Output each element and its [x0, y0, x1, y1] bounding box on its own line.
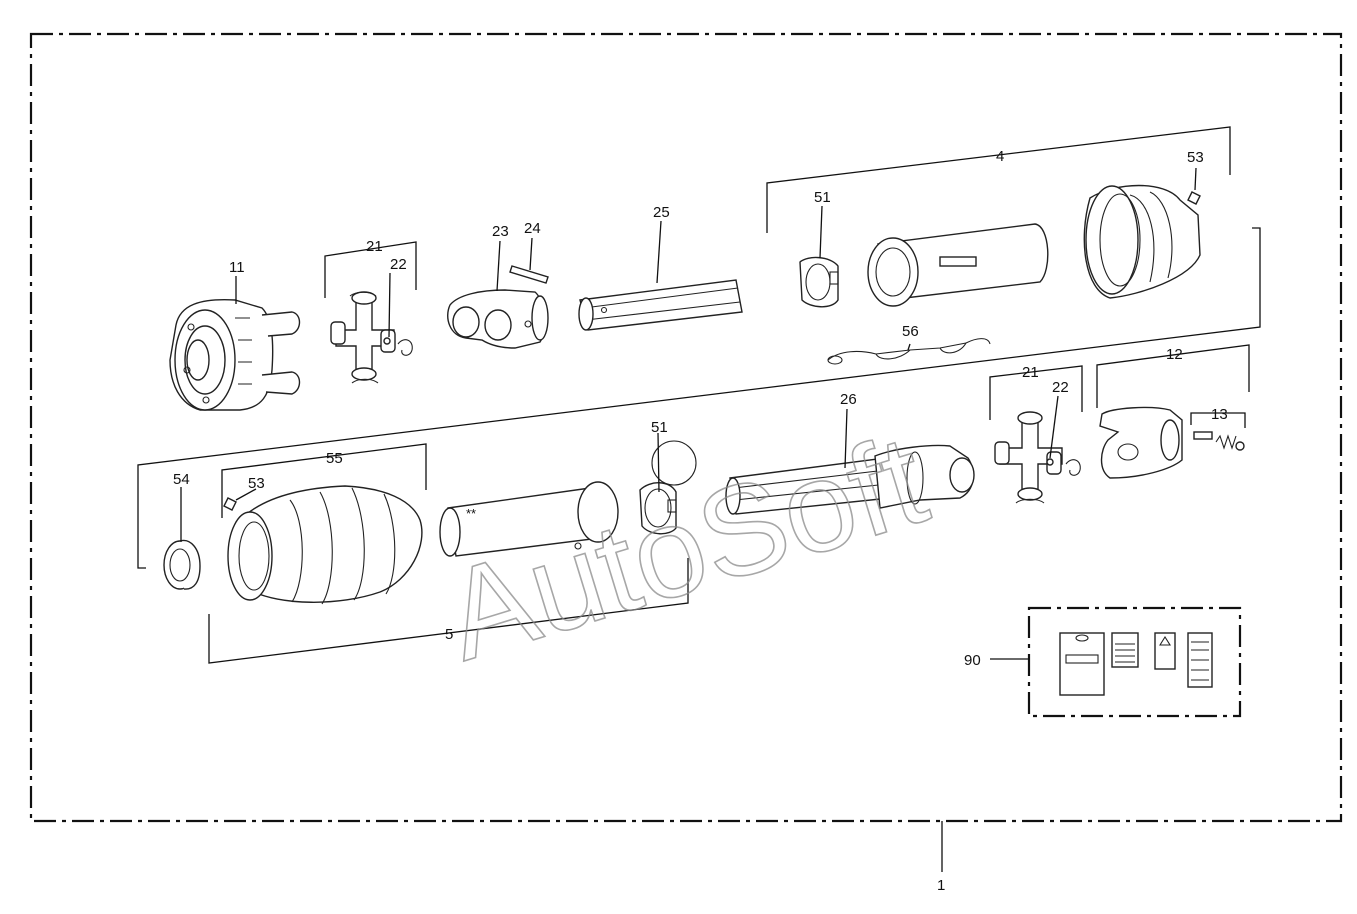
bracket-21b — [989, 365, 1083, 420]
bracket-4 — [766, 126, 1231, 233]
yoke-icon — [447, 289, 549, 349]
watermark: AutoSoft — [430, 408, 941, 688]
callout-25: 25 — [653, 204, 670, 221]
yoke-icon — [1099, 406, 1183, 479]
cross-kit-icon — [330, 291, 413, 384]
bracket-12 — [1096, 344, 1250, 408]
outer-tube-icon — [725, 444, 975, 515]
bracket-5 — [208, 558, 689, 664]
bolt-icon — [1193, 431, 1245, 451]
callout-22b: 22 — [1052, 379, 1069, 396]
bracket-guard-upper — [137, 227, 1261, 569]
bracket-21a — [324, 241, 417, 298]
callout-21a: 21 — [366, 238, 383, 255]
callout-51a: 51 — [814, 189, 831, 206]
callout-51b: 51 — [651, 419, 668, 436]
callout-55: 55 — [326, 450, 343, 467]
callout-53b: 53 — [248, 475, 265, 492]
tube-mark: ** — [466, 506, 476, 521]
label-set-icon — [1059, 632, 1213, 696]
callout-4: 4 — [996, 148, 1004, 165]
inner-tube-icon — [578, 279, 743, 331]
clutch-yoke-icon — [169, 298, 301, 411]
callout-53a: 53 — [1187, 149, 1204, 166]
callout-54: 54 — [173, 471, 190, 488]
callout-5: 5 — [445, 626, 453, 643]
bearing-ring-icon — [639, 482, 677, 535]
chain-icon — [827, 338, 991, 365]
pin-icon — [509, 265, 549, 284]
callout-90: 90 — [964, 652, 981, 669]
callout-1: 1 — [937, 877, 945, 894]
cross-kit-icon — [994, 411, 1081, 504]
guard-cone-icon — [1083, 184, 1201, 299]
callout-23: 23 — [492, 223, 509, 240]
callout-21b: 21 — [1022, 364, 1039, 381]
callout-11: 11 — [229, 259, 245, 276]
assembly-frame — [29, 32, 1343, 823]
bearing-ring-icon — [799, 256, 839, 308]
callout-12: 12 — [1166, 346, 1183, 363]
callout-24: 24 — [524, 220, 541, 237]
end-cap-icon — [163, 539, 201, 590]
callout-13: 13 — [1211, 406, 1228, 423]
bracket-55 — [221, 443, 427, 518]
bracket-13 — [1190, 412, 1246, 428]
callout-22a: 22 — [390, 256, 407, 273]
callout-56: 56 — [902, 323, 919, 340]
guard-tube-icon: ** — [439, 481, 619, 557]
guard-tube-icon — [867, 223, 1049, 307]
guard-cone-icon — [227, 485, 423, 605]
callout-26: 26 — [840, 391, 857, 408]
labels-box — [1027, 606, 1242, 718]
